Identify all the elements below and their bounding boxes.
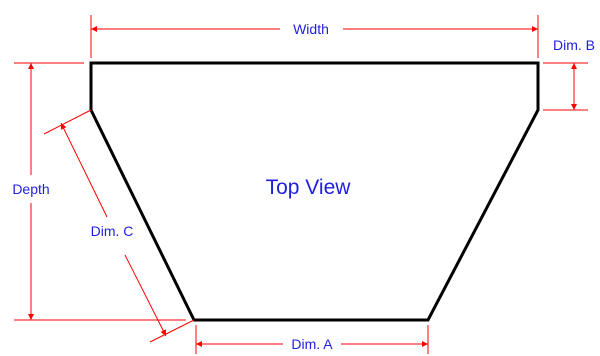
- dim-a-dimension: [195, 325, 429, 354]
- dim-b-label: Dim. B: [553, 37, 595, 53]
- view-label: Top View: [266, 176, 352, 199]
- dim-c-extension-top: [43, 109, 92, 135]
- dim-c-dimension-line-top: [60, 122, 108, 218]
- depth-dimension: [14, 62, 186, 321]
- width-label: Width: [293, 21, 329, 37]
- dim-b-dimension: [543, 62, 588, 111]
- width-dimension: [90, 15, 539, 58]
- dim-c-extension-bottom: [149, 319, 195, 343]
- dim-c-dimension: [43, 109, 195, 343]
- dim-c-label: Dim. C: [91, 223, 134, 239]
- depth-label: Depth: [12, 181, 49, 197]
- dim-c-dimension-line-bottom: [124, 254, 167, 337]
- dim-a-label: Dim. A: [291, 336, 333, 352]
